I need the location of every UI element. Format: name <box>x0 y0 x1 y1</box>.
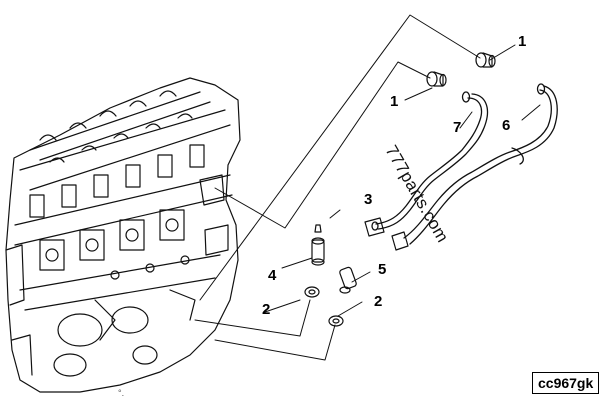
banjo-4 <box>311 224 325 266</box>
callout-1-lower: 1 <box>390 93 399 110</box>
fitting-upper <box>475 52 496 68</box>
callout-5: 5 <box>378 261 387 278</box>
banjo-5 <box>339 266 357 294</box>
tube-7 <box>371 91 489 231</box>
bottom-mark: °. <box>118 388 125 398</box>
washer-right <box>328 315 344 327</box>
washer-left <box>304 286 320 298</box>
callout-1-upper: 1 <box>518 33 527 50</box>
callout-2-right: 2 <box>374 293 383 310</box>
engine-block <box>5 77 241 393</box>
callout-4: 4 <box>268 267 277 284</box>
callout-7: 7 <box>453 119 462 136</box>
callout-3: 3 <box>364 191 373 208</box>
sleeve-fitting <box>364 217 409 251</box>
callout-6: 6 <box>502 117 511 134</box>
leader-lines <box>194 14 541 361</box>
fitting-lower <box>426 71 447 87</box>
callout-2-left: 2 <box>262 301 271 318</box>
tube-6 <box>403 83 558 245</box>
figure-code: cc967gk <box>532 372 600 394</box>
